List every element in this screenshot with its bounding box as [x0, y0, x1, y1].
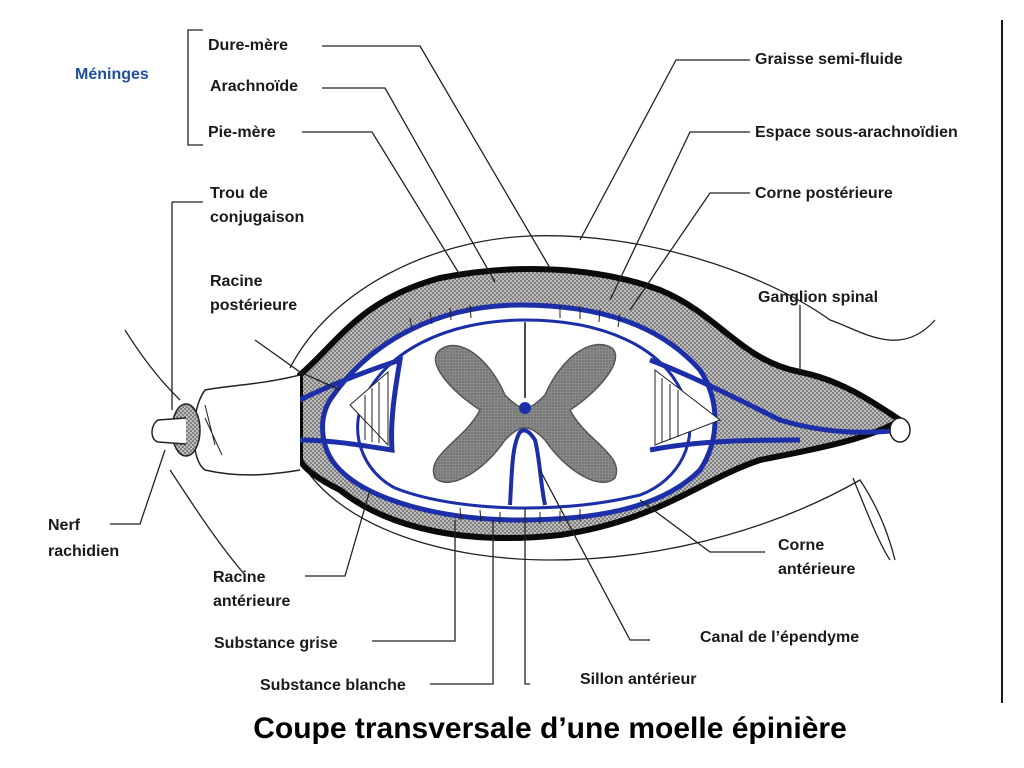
label-arachnoide: Arachnoïde	[210, 78, 298, 95]
right-root-inner	[654, 368, 722, 446]
label-nerf-rachidien-2: rachidien	[48, 543, 119, 560]
label-substance-grise: Substance grise	[214, 635, 338, 652]
label-trou-conjugaison-2: conjugaison	[210, 209, 304, 226]
label-racine-posterieure-2: postérieure	[210, 297, 297, 314]
label-dure-mere: Dure-mère	[208, 37, 288, 54]
fat-left-lobe	[124, 329, 246, 576]
diagram-title: Coupe transversale d’une moelle épinière	[253, 712, 847, 745]
label-pie-mere: Pie-mère	[208, 124, 276, 141]
trabeculae	[409, 304, 621, 524]
fat-envelope	[289, 235, 936, 561]
left-nerve-stub	[151, 417, 187, 445]
right-border-rule	[1001, 20, 1003, 703]
meninges-bracket	[187, 29, 203, 146]
label-racine-anterieure-2: antérieure	[213, 593, 290, 610]
label-espace-sous-arachnoidien: Espace sous-arachnoïdien	[755, 124, 958, 141]
label-substance-blanche: Substance blanche	[260, 677, 406, 694]
anterior-fissure	[508, 428, 547, 506]
label-sillon-anterieur: Sillon antérieur	[580, 671, 696, 688]
central-canal	[519, 402, 531, 414]
right-nerve-end	[889, 417, 911, 443]
label-corne-anterieure-1: Corne	[778, 537, 824, 554]
label-graisse: Graisse semi-fluide	[755, 51, 903, 68]
left-root-loop	[298, 356, 404, 453]
label-nerf-rachidien-1: Nerf	[48, 517, 81, 534]
label-ganglion-spinal: Ganglion spinal	[758, 289, 878, 306]
label-canal-ependyme: Canal de l’épendyme	[700, 629, 859, 646]
label-meninges: Méninges	[75, 66, 149, 83]
right-root-loop	[649, 357, 901, 453]
label-racine-posterieure-1: Racine	[210, 273, 263, 290]
label-corne-posterieure: Corne postérieure	[755, 185, 893, 202]
leader-lines	[110, 45, 891, 685]
label-corne-anterieure-2: antérieure	[778, 561, 855, 578]
left-nerve-core	[204, 404, 223, 456]
left-root-hatch	[364, 382, 380, 443]
label-trou-conjugaison-1: Trou de	[210, 185, 268, 202]
label-racine-anterieure-1: Racine	[213, 569, 266, 586]
right-root-hatch	[661, 378, 679, 442]
